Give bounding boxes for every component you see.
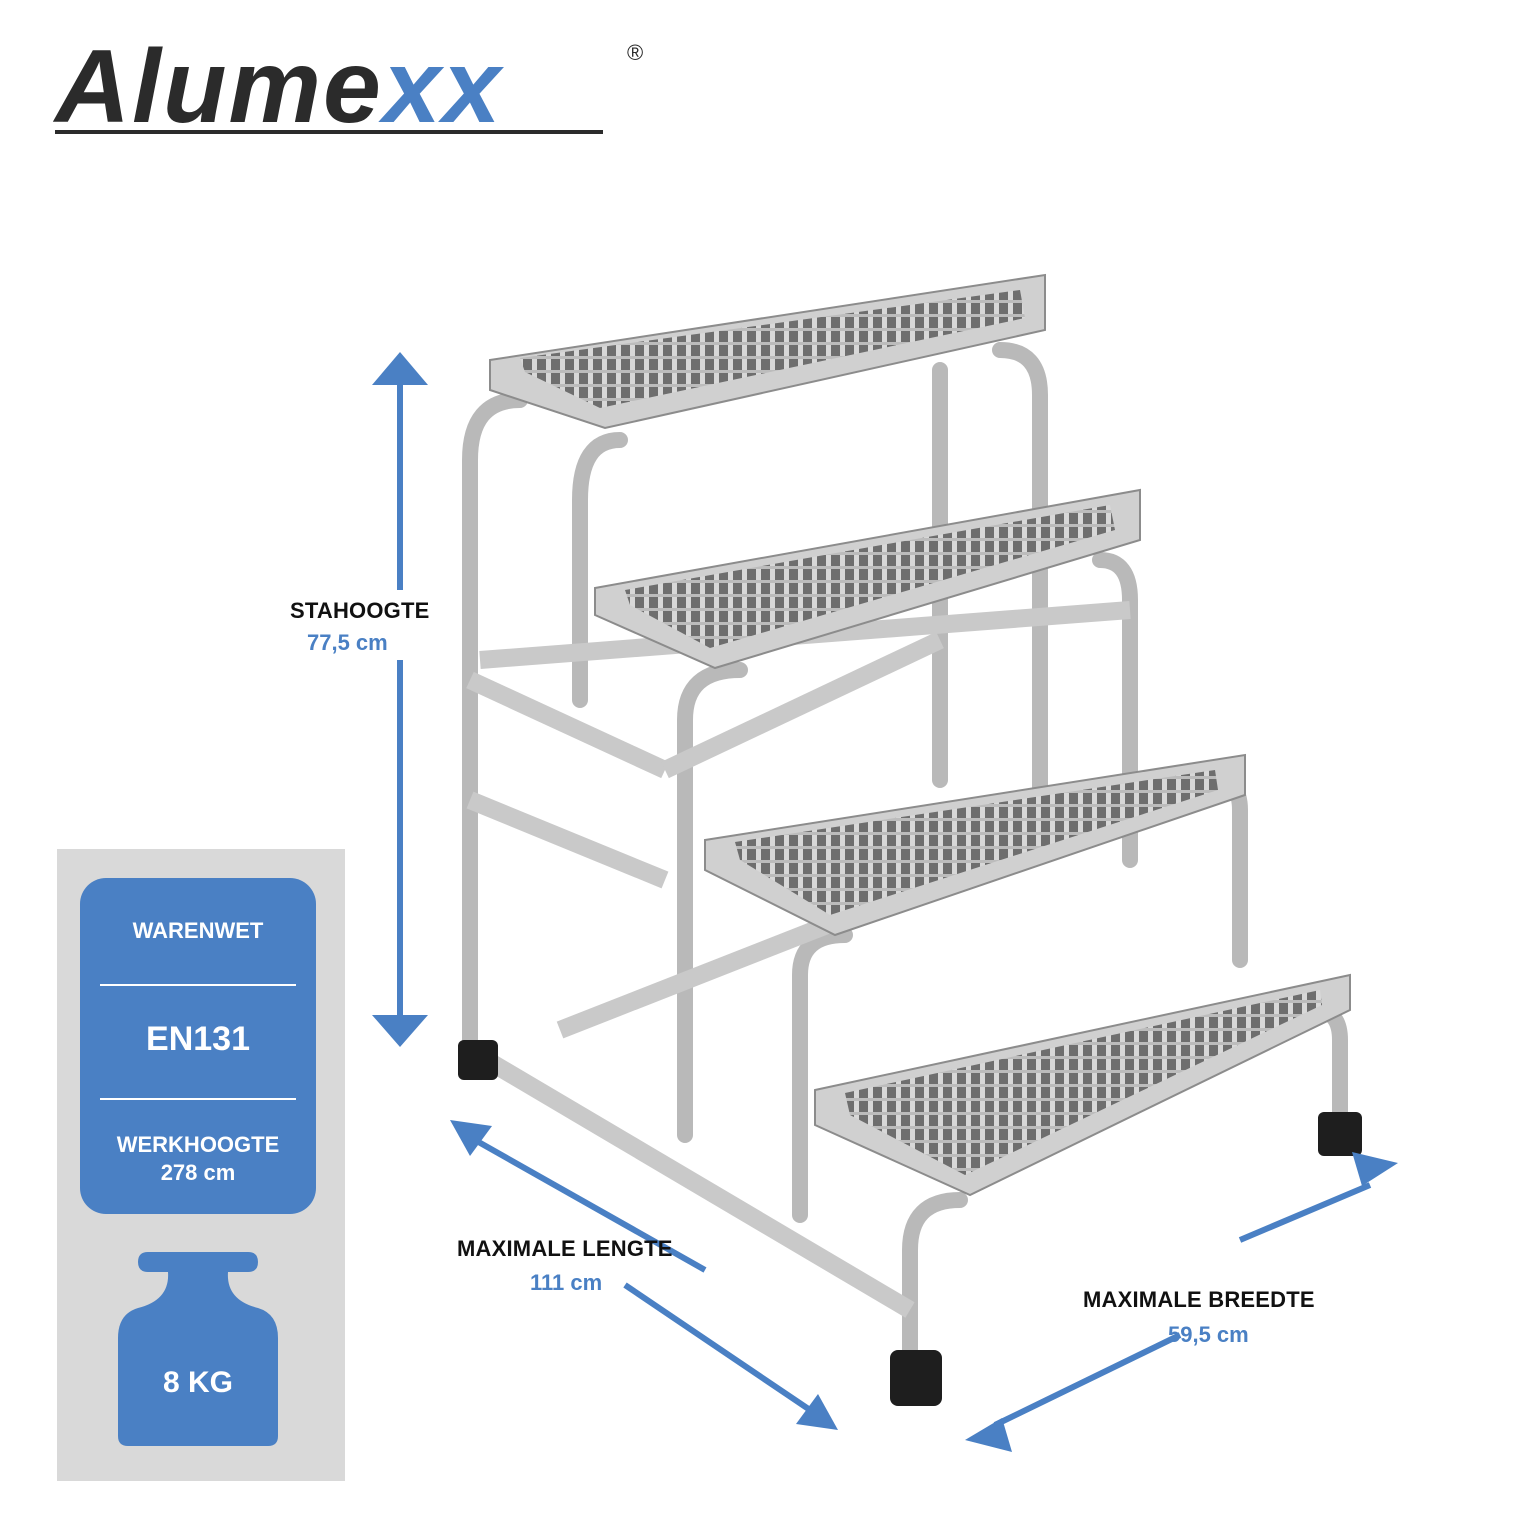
- step-1: [814, 973, 1351, 1197]
- width-dimension-value: 59,5 cm: [1168, 1322, 1249, 1347]
- standard-en131: EN131: [146, 1020, 250, 1058]
- step-3: [594, 488, 1141, 670]
- working-height-label: WERKHOOGTE: [116, 1132, 280, 1157]
- step-4: [489, 273, 1046, 430]
- height-dimension-value: 77,5 cm: [307, 630, 388, 655]
- weight-icon: [118, 1252, 278, 1446]
- height-dimension-title: STAHOOGTE: [290, 598, 430, 623]
- width-dimension-title: MAXIMALE BREEDTE: [1083, 1287, 1315, 1312]
- brand-logo: Alumexx ®: [52, 29, 675, 145]
- working-height-value: 278 cm: [160, 1160, 236, 1185]
- standards-card: WARENWET EN131 WERKHOOGTE 278 cm: [80, 878, 316, 1214]
- standard-warenwet: WARENWET: [132, 918, 264, 943]
- brand-name: Alumexx: [52, 29, 505, 145]
- step-2: [704, 753, 1246, 937]
- length-dimension-title: MAXIMALE LENGTE: [457, 1236, 673, 1261]
- registered-mark: ®: [627, 40, 643, 65]
- card-divider: [100, 1098, 296, 1100]
- length-dimension-value: 111 cm: [530, 1270, 603, 1295]
- card-divider: [100, 984, 296, 986]
- weight-value: 8 KG: [162, 1366, 234, 1399]
